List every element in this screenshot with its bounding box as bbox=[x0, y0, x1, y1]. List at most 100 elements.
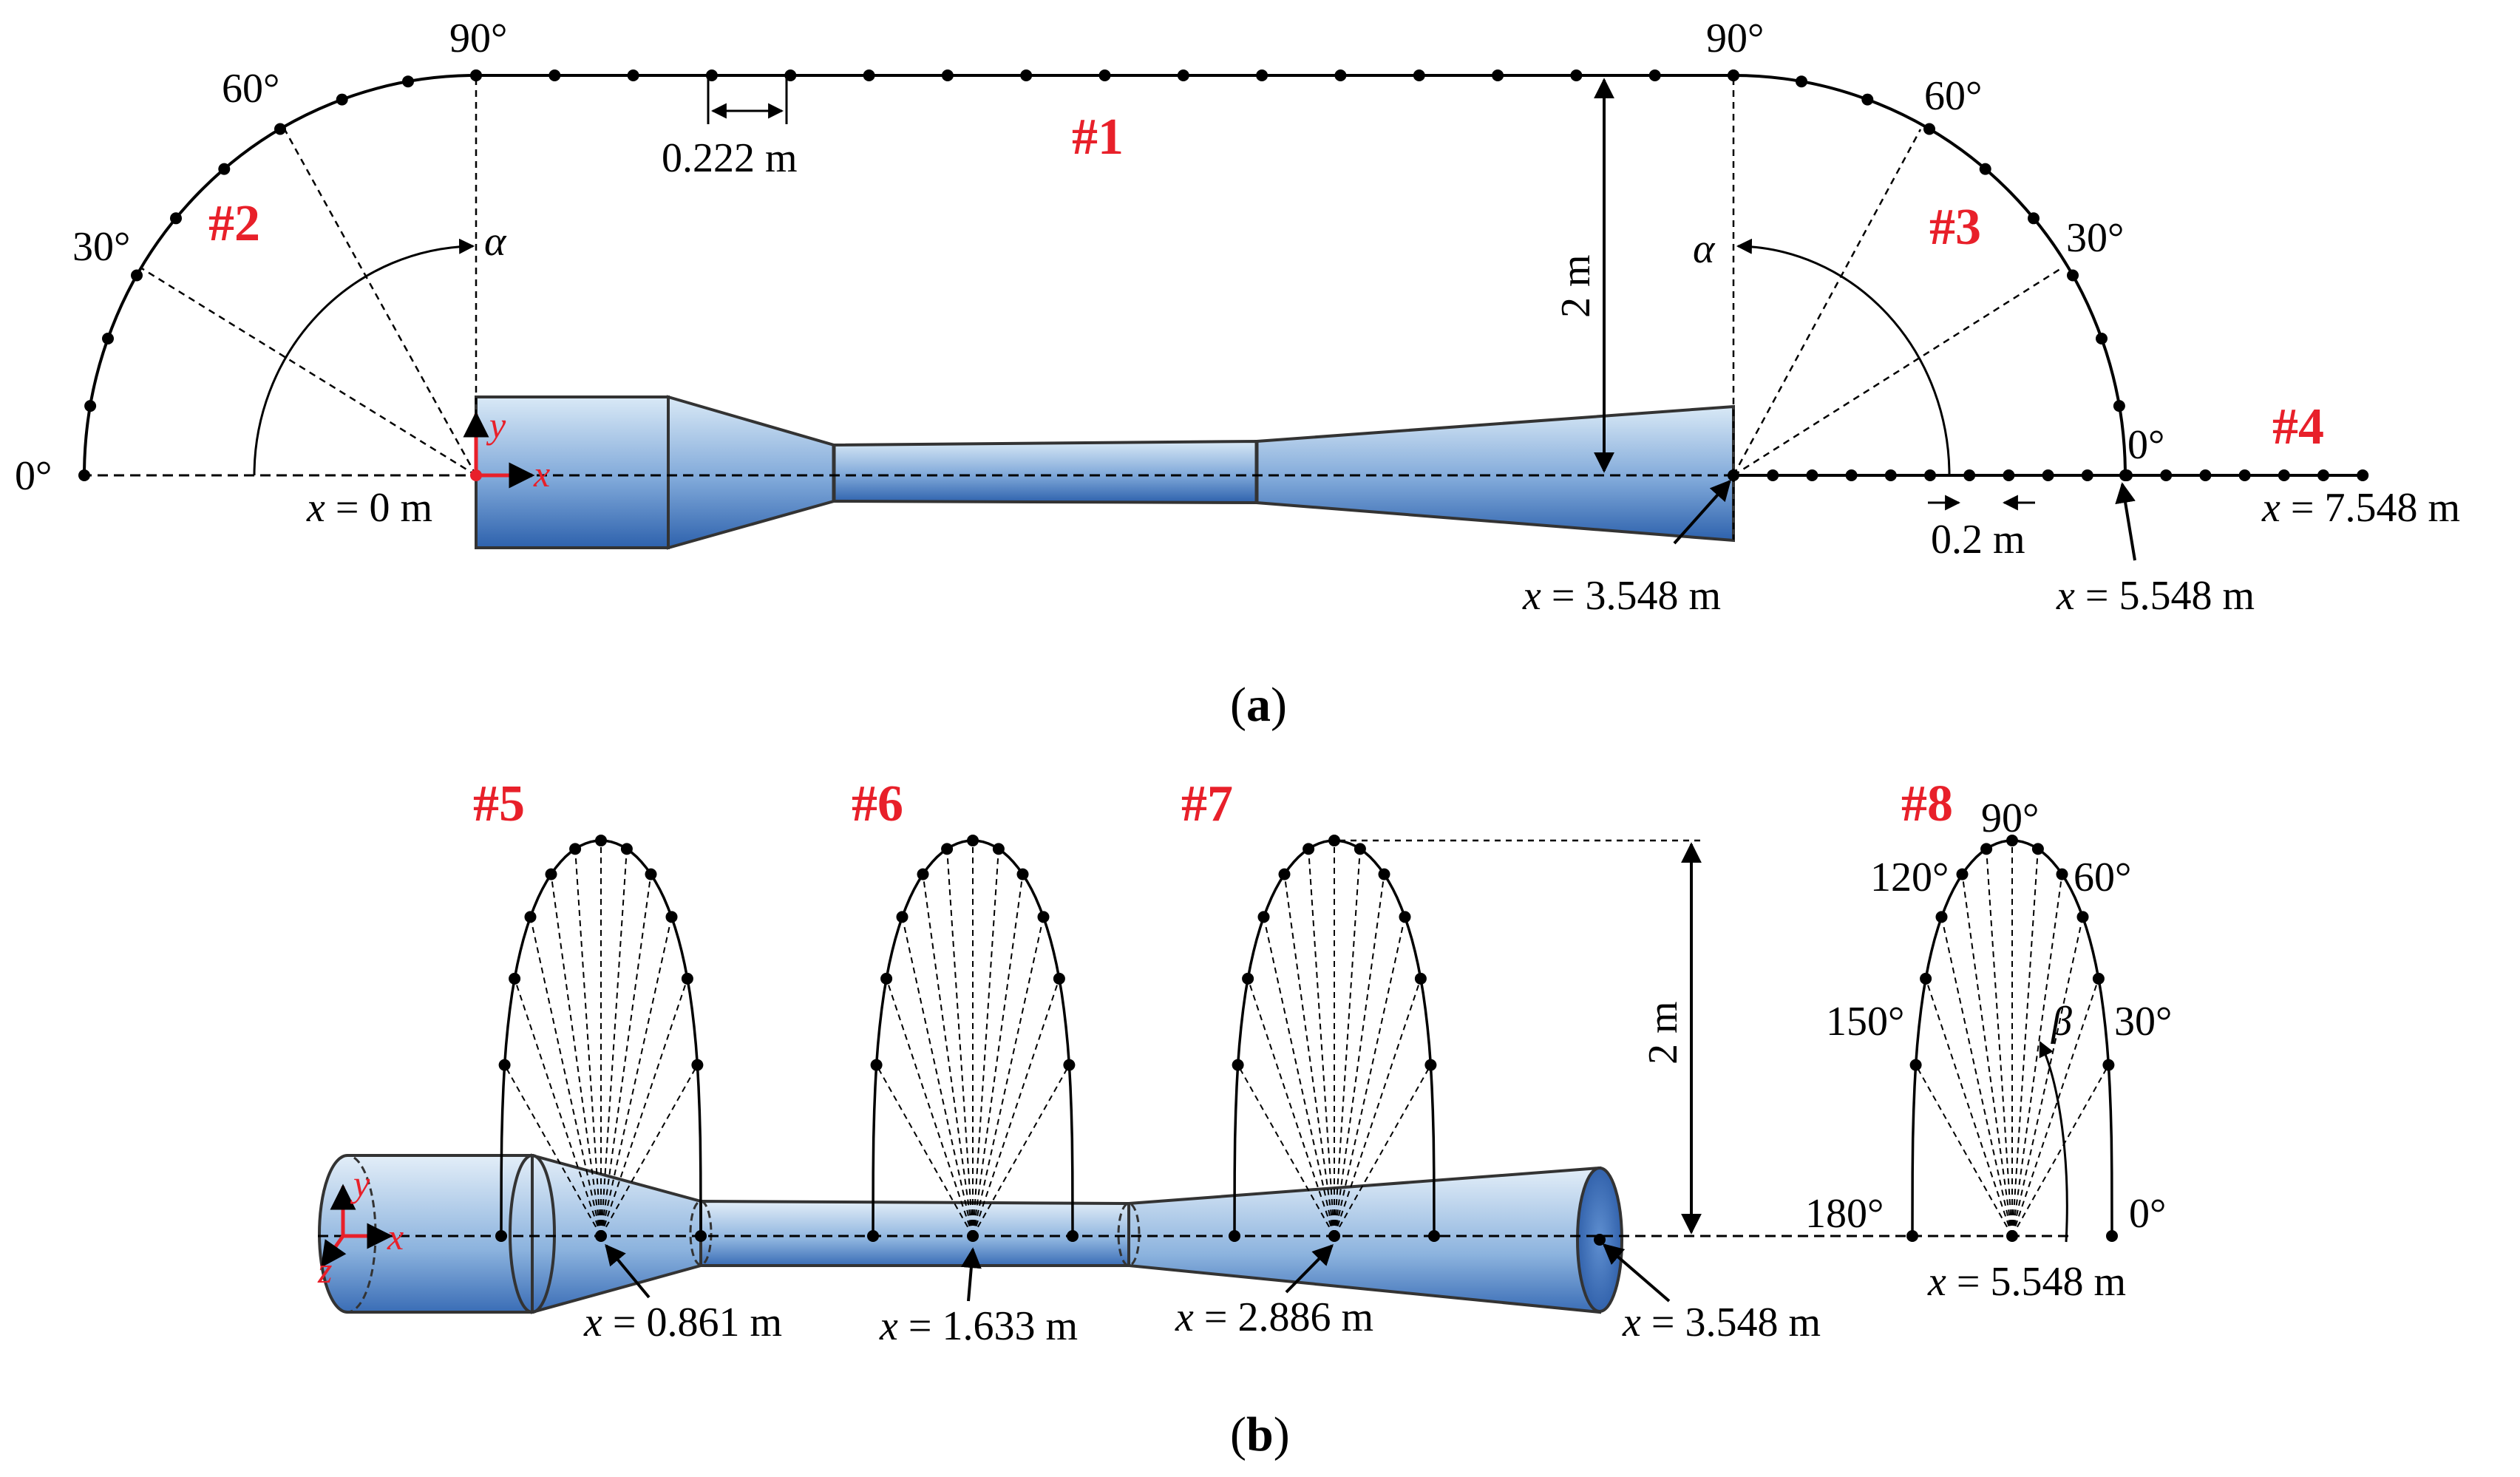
parabola-7-radial-line bbox=[1283, 874, 1335, 1237]
spacing-label-line4: 0.2 m bbox=[1931, 517, 2025, 563]
parabola-5-point bbox=[665, 911, 678, 923]
arc-2-point bbox=[274, 123, 286, 135]
arc-3-point bbox=[1923, 123, 1935, 135]
parabola-7-point bbox=[1414, 972, 1427, 985]
parabola-6-point bbox=[917, 868, 929, 880]
parabola-7-radial-line bbox=[1334, 874, 1385, 1237]
origin-axes-a bbox=[463, 411, 535, 489]
parabola-8-radial-line bbox=[2011, 1065, 2110, 1237]
pointer-1633-b bbox=[960, 1247, 982, 1302]
parabola-7-point bbox=[1257, 911, 1270, 923]
angle-30-b: 30° bbox=[2114, 999, 2172, 1045]
label-line-6: #6 bbox=[852, 775, 903, 832]
parabola-6-radial-line bbox=[972, 874, 1024, 1237]
parabola-5-point bbox=[681, 972, 693, 985]
panel-a: #1 #2 #3 #4 0° 30° 60° 90° 90° 60° 30° 0… bbox=[15, 16, 2460, 732]
parabola-6-point bbox=[867, 1230, 879, 1242]
parabola-8-point bbox=[1909, 1059, 1922, 1071]
parabola-8-radial-line bbox=[1986, 849, 2013, 1237]
parabola-7-point bbox=[1354, 843, 1366, 855]
angle-120-b: 120° bbox=[1870, 855, 1949, 900]
parabola-5-point bbox=[691, 1059, 704, 1071]
parabola-8-radial-line bbox=[2011, 917, 2084, 1237]
parabola-8-point bbox=[2106, 1230, 2118, 1242]
line-1-point bbox=[1177, 69, 1189, 81]
parabola-5 bbox=[495, 835, 707, 1242]
caption-a: (a) bbox=[1230, 678, 1287, 732]
parabola-6-radial-line bbox=[972, 849, 999, 1237]
line-4-point bbox=[1806, 469, 1818, 481]
parabola-5-center bbox=[595, 1230, 607, 1242]
line-1-point bbox=[1570, 69, 1583, 81]
pipe-side-view bbox=[475, 395, 1735, 550]
label-line-5: #5 bbox=[473, 775, 525, 832]
angle-150-b: 150° bbox=[1826, 999, 1904, 1045]
line-4-point bbox=[1963, 469, 1976, 481]
arc-3-points bbox=[1728, 69, 2131, 481]
spacing-label-line1: 0.222 m bbox=[662, 135, 798, 181]
pointer-5548-a bbox=[2115, 482, 2136, 561]
parabola-8-radial-line bbox=[1961, 874, 2013, 1237]
arc-3-point bbox=[1728, 69, 1739, 81]
angle-60-left: 60° bbox=[222, 66, 279, 112]
parabola-7-point bbox=[1232, 1059, 1244, 1071]
position-label-7548-a: x = 7.548 m bbox=[2261, 485, 2460, 531]
line-4-point bbox=[2238, 469, 2251, 481]
line-4-point bbox=[2003, 469, 2015, 481]
parabola-6-point bbox=[1037, 911, 1050, 923]
line-4-point bbox=[1845, 469, 1858, 481]
parabola-8-point bbox=[2102, 1059, 2115, 1071]
label-line-1: #1 bbox=[1072, 109, 1124, 166]
parabola-8-point bbox=[2006, 835, 2018, 846]
parabola-6-radial-line bbox=[972, 917, 1045, 1237]
angle-0-line4: 0° bbox=[2127, 422, 2164, 468]
parabola-8-point bbox=[2031, 843, 2044, 855]
parabola-7-point bbox=[1378, 868, 1390, 880]
line-4-point bbox=[1767, 469, 1779, 481]
position-label-5548-b: x = 5.548 m bbox=[1927, 1259, 2126, 1305]
arc-2-point bbox=[470, 69, 482, 81]
parabola-8-point bbox=[1906, 1230, 1918, 1242]
height-label-a: 2 m bbox=[1553, 254, 1599, 318]
parabola-6-radial-line bbox=[922, 874, 974, 1237]
arc-2-point bbox=[78, 469, 90, 481]
height-label-b: 2 m bbox=[1640, 1001, 1686, 1065]
parabola-7-radial-line bbox=[1334, 978, 1422, 1237]
arc-2-point bbox=[402, 75, 414, 88]
parabola-8-point bbox=[2076, 911, 2089, 923]
axis-x-label-b: x bbox=[387, 1216, 404, 1257]
parabola-6-radial-line bbox=[946, 849, 974, 1237]
arc-2-point bbox=[102, 333, 114, 344]
pointer-0861-b bbox=[605, 1243, 651, 1299]
beta-arc bbox=[2039, 1041, 2068, 1243]
line-4-point bbox=[2317, 469, 2329, 481]
arc-2-point bbox=[131, 269, 143, 282]
angle-60-right: 60° bbox=[1924, 73, 1982, 119]
axis-z-label-b: z bbox=[317, 1249, 332, 1291]
arc-2-point bbox=[218, 163, 231, 175]
arc-3-point bbox=[2028, 212, 2040, 225]
parabola-5-point bbox=[545, 868, 557, 880]
alpha-label-left: α bbox=[484, 219, 507, 265]
caption-b: (b) bbox=[1230, 1408, 1290, 1461]
position-label-5548-a: x = 5.548 m bbox=[2056, 573, 2255, 619]
parabola-5-point bbox=[620, 843, 633, 855]
axis-x-label-a: x bbox=[533, 453, 550, 495]
parabola-7-point bbox=[1278, 868, 1291, 880]
line-4-point bbox=[2357, 469, 2369, 481]
parabola-6-point bbox=[992, 843, 1005, 855]
parabola-5-radial-line bbox=[600, 874, 652, 1237]
parabola-7-radial-line bbox=[1247, 978, 1335, 1237]
parabola-7-radial-line bbox=[1237, 1065, 1335, 1237]
axis-y-label-a: y bbox=[486, 404, 506, 446]
parabola-7-radial-line bbox=[1334, 1065, 1432, 1237]
arc-3-point bbox=[2096, 333, 2108, 344]
beta-label: β bbox=[2051, 999, 2072, 1045]
arc-3-point bbox=[1861, 93, 1874, 106]
line-1-point bbox=[627, 69, 639, 81]
position-label-3548-b: x = 3.548 m bbox=[1622, 1300, 1821, 1345]
parabola-6-radial-line bbox=[972, 978, 1060, 1237]
parabola-6-point bbox=[896, 911, 909, 923]
parabola-5-radial-line bbox=[574, 849, 602, 1237]
parabola-5-point bbox=[495, 1230, 507, 1242]
